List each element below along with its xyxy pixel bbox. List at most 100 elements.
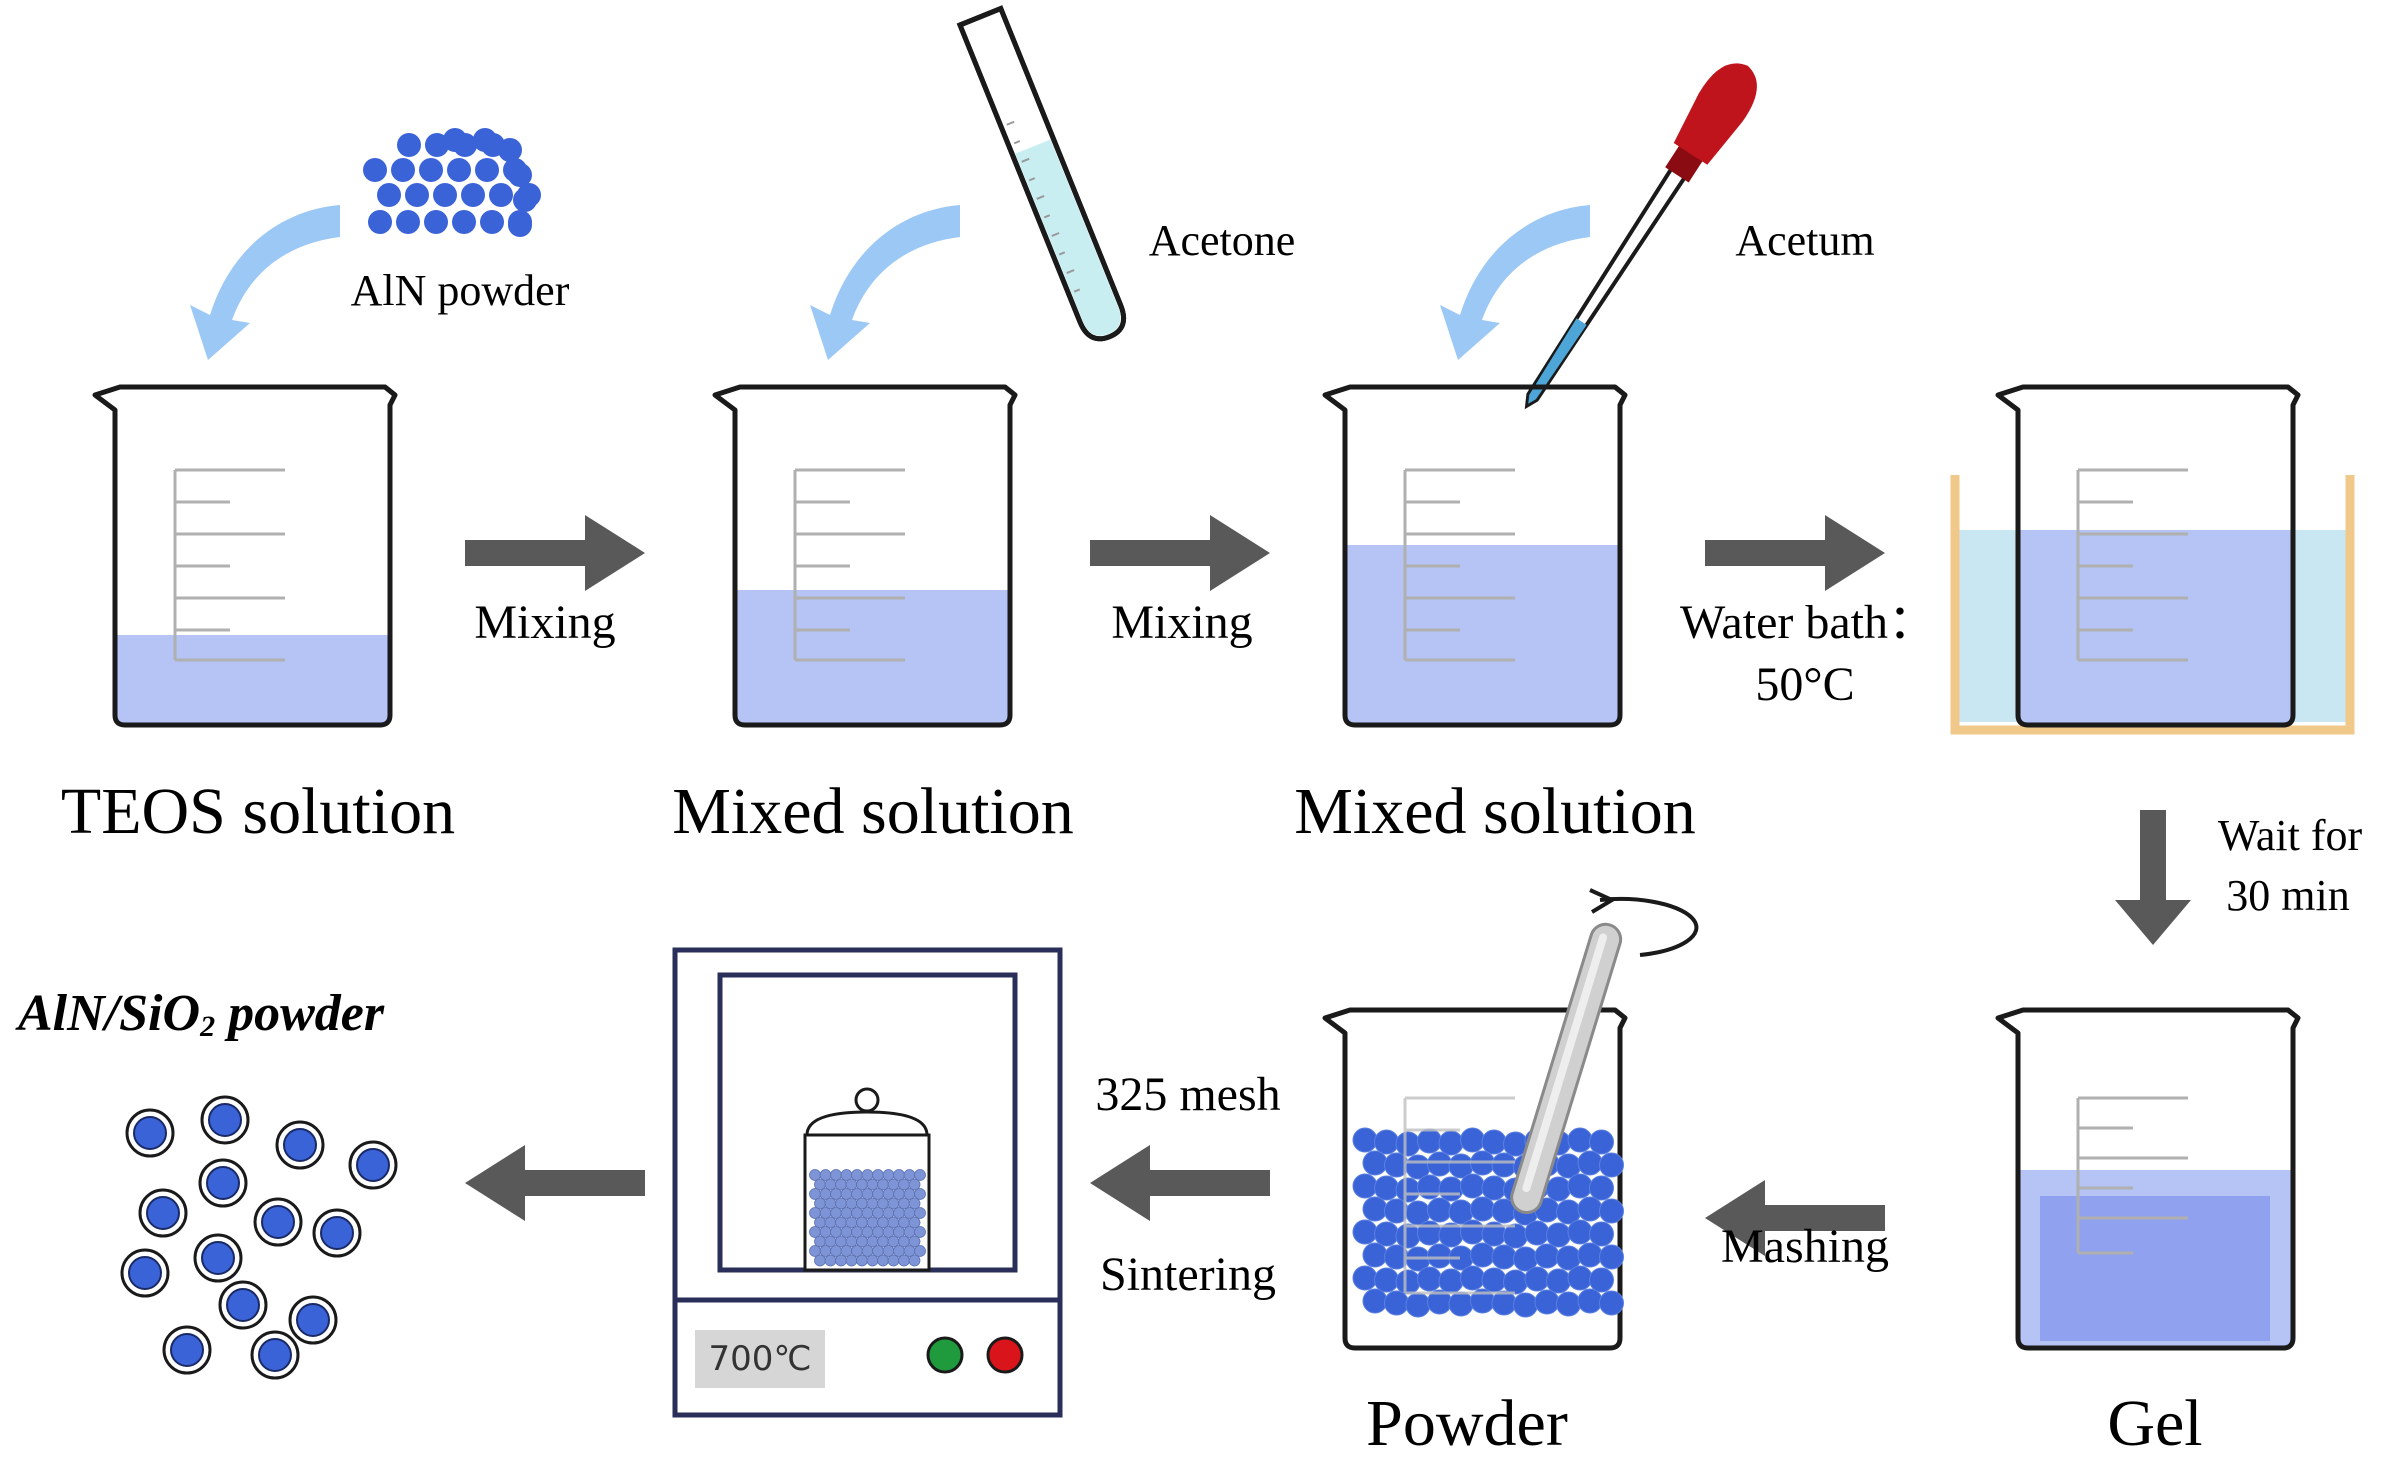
particle-icon (1524, 1220, 1550, 1246)
particle-icon (1438, 1268, 1464, 1294)
curved-arrow-icon (1440, 205, 1590, 360)
temperature-readout: 700℃ (708, 1339, 811, 1379)
particle-icon (1599, 1198, 1624, 1224)
mixing-label-2: Mixing (1111, 596, 1252, 649)
stirring-rod-icon (1510, 922, 1623, 1215)
particle-icon (1374, 1175, 1399, 1201)
particle-icon (508, 213, 532, 237)
particle-icon (1589, 1267, 1614, 1293)
particle-icon (475, 158, 499, 182)
red-button[interactable] (986, 1336, 1024, 1374)
particle-icon (170, 1333, 204, 1367)
particle-icon (377, 183, 401, 207)
aln-powder-cluster (363, 128, 541, 237)
water-bath-label-line2: 50°C (1755, 658, 1854, 711)
particle-icon (1589, 1175, 1614, 1201)
particle-icon (1567, 1173, 1593, 1199)
particle-icon (363, 158, 387, 182)
sintering-label: Sintering (1100, 1248, 1276, 1301)
particle-icon (1460, 1219, 1485, 1245)
particle-icon (908, 1178, 921, 1191)
liquid (735, 590, 1010, 725)
particle-icon (866, 1254, 879, 1267)
particle-icon (1395, 1223, 1421, 1249)
particle-icon (1362, 1196, 1388, 1222)
particle-icon (296, 1303, 330, 1337)
particle-icon (1374, 1267, 1399, 1293)
particle-icon (1524, 1266, 1550, 1292)
particle-icon (1577, 1150, 1603, 1176)
rotation-icon (1589, 888, 1699, 957)
particle-icon (1417, 1266, 1442, 1292)
particle-icon (396, 210, 420, 234)
particle-icon (1405, 1292, 1431, 1318)
particle-icon (320, 1216, 354, 1250)
particle-icon (208, 1103, 242, 1137)
particle-icon (1417, 1128, 1442, 1154)
particle-icon (914, 1169, 926, 1181)
particle-icon (908, 1197, 921, 1210)
particle-icon (397, 133, 421, 157)
mixing-label-1: Mixing (474, 596, 615, 649)
particle-icon (201, 1241, 235, 1275)
mashing-label: Mashing (1721, 1220, 1889, 1273)
particle-icon (1577, 1196, 1603, 1222)
particle-icon (146, 1196, 180, 1230)
particle-icon (356, 1148, 390, 1182)
green-button[interactable] (926, 1336, 964, 1374)
particle-icon (1577, 1288, 1603, 1314)
particle-icon (1546, 1176, 1571, 1202)
particle-icon (1577, 1242, 1603, 1268)
water-bath-label-line1: Water bath： (1680, 596, 1936, 649)
particle-icon (908, 1254, 921, 1267)
particle-icon (1534, 1289, 1560, 1315)
particle-icon (1427, 1151, 1452, 1177)
curved-arrow-icon (810, 205, 960, 360)
particle-icon (1481, 1129, 1507, 1155)
particle-icon (1352, 1173, 1378, 1199)
block-arrow-icon (1090, 1145, 1270, 1221)
particle-icon (1481, 1267, 1507, 1293)
particle-icon (1503, 1269, 1528, 1295)
gel-label: Gel (2107, 1387, 2202, 1460)
particle-icon (1589, 1129, 1614, 1155)
particle-icon (835, 1254, 847, 1267)
particle-icon (480, 210, 504, 234)
particle-icon (1395, 1177, 1421, 1203)
particle-icon (1362, 1288, 1388, 1314)
particle-icon (206, 1166, 240, 1200)
curved-arrow-icon (190, 205, 340, 360)
particle-icon (1503, 1223, 1528, 1249)
particle-icon (261, 1205, 295, 1239)
particle-icon (908, 1216, 921, 1229)
particle-icon (1546, 1268, 1571, 1294)
block-arrow-icon (1090, 515, 1270, 591)
teos-solution-label: TEOS solution (61, 775, 455, 848)
particle-icon (1491, 1152, 1517, 1178)
particle-icon (1491, 1244, 1517, 1270)
product-title: AlN/SiO2 powder (15, 985, 385, 1043)
block-arrow-icon (465, 1145, 645, 1221)
particle-icon (1438, 1130, 1464, 1156)
particle-icon (1470, 1196, 1495, 1222)
particle-icon (1589, 1221, 1614, 1247)
particle-icon (258, 1338, 292, 1372)
particle-icon (1481, 1175, 1507, 1201)
beaker-icon (1322, 384, 1628, 728)
particle-icon (391, 158, 415, 182)
coated-particles (120, 1095, 398, 1380)
particle-icon (1352, 1127, 1378, 1153)
mixed-solution-label-1: Mixed solution (672, 775, 1074, 848)
particle-icon (133, 1116, 167, 1150)
particle-icon (914, 1188, 926, 1200)
particle-icon (424, 210, 448, 234)
particle-icon (1448, 1291, 1474, 1317)
particle-icon (368, 210, 392, 234)
test-tube-icon (956, 5, 1127, 342)
particle-icon (1438, 1176, 1464, 1202)
crucible-powder (809, 1169, 926, 1267)
particle-icon (1567, 1265, 1593, 1291)
particle-icon (1427, 1243, 1452, 1269)
particle-icon (1395, 1131, 1421, 1157)
